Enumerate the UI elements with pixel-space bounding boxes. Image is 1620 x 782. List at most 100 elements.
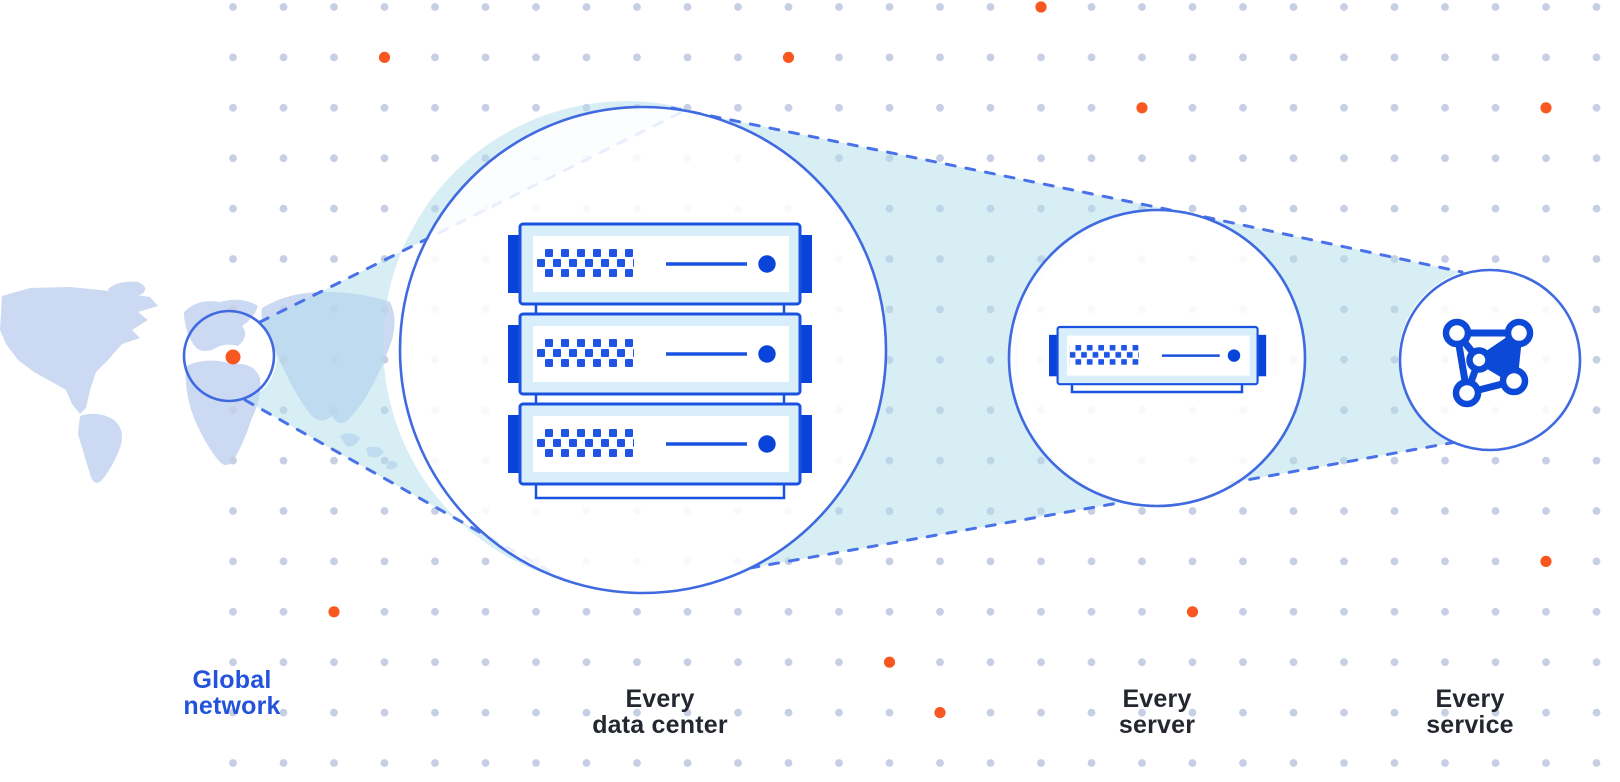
grid-dot bbox=[582, 708, 591, 717]
grid-dot bbox=[633, 53, 641, 62]
server-unit-icon bbox=[506, 312, 814, 396]
accent-dot bbox=[1540, 102, 1552, 114]
grid-dot bbox=[1491, 708, 1500, 717]
grid-dot bbox=[1441, 204, 1449, 213]
label-every-service: Every service bbox=[1320, 686, 1620, 738]
server-unit-icon bbox=[1047, 325, 1268, 394]
grid-dot bbox=[885, 557, 894, 566]
grid-dot bbox=[380, 759, 389, 767]
grid-dot bbox=[1037, 759, 1045, 767]
label-every-data-center: Every data center bbox=[510, 686, 810, 738]
grid-dot bbox=[1542, 507, 1550, 515]
grid-dot bbox=[734, 53, 742, 62]
grid-dot bbox=[1390, 557, 1399, 566]
grid-dot bbox=[279, 255, 288, 263]
grid-dot bbox=[986, 557, 995, 566]
accent-dot bbox=[378, 51, 391, 64]
grid-dot bbox=[1239, 204, 1247, 213]
grid-dot bbox=[1087, 154, 1096, 163]
label-line: server bbox=[1118, 711, 1196, 739]
grid-dot bbox=[1188, 557, 1197, 566]
grid-dot bbox=[431, 759, 439, 767]
accent-dot bbox=[883, 656, 896, 668]
grid-dot bbox=[683, 53, 692, 62]
landmass-north-america bbox=[0, 287, 158, 414]
grid-dot bbox=[1289, 507, 1298, 515]
grid-dot bbox=[532, 103, 540, 112]
grid-dot bbox=[279, 154, 288, 163]
grid-dot bbox=[279, 759, 288, 767]
grid-dot bbox=[229, 154, 237, 163]
grid-dot bbox=[582, 53, 591, 62]
grid-dot bbox=[1138, 658, 1146, 667]
grid-dot bbox=[734, 103, 742, 112]
grid-dot bbox=[481, 658, 490, 667]
grid-dot bbox=[835, 53, 843, 62]
grid-dot bbox=[1037, 154, 1045, 163]
grid-dot bbox=[1188, 53, 1197, 62]
grid-dot bbox=[1592, 154, 1601, 163]
grid-dot bbox=[835, 103, 843, 112]
grid-dot bbox=[431, 103, 439, 112]
grid-dot bbox=[1542, 658, 1550, 667]
grid-dot bbox=[1239, 658, 1247, 667]
grid-dot bbox=[1340, 103, 1348, 112]
grid-dot bbox=[1491, 103, 1500, 112]
grid-dot bbox=[481, 759, 490, 767]
grid-dot bbox=[936, 557, 944, 566]
grid-dot bbox=[229, 53, 237, 62]
grid-dot bbox=[1289, 607, 1298, 616]
grid-dot bbox=[1491, 255, 1500, 263]
server-unit-icon bbox=[506, 222, 814, 306]
grid-dot bbox=[1592, 103, 1601, 112]
grid-dot bbox=[330, 658, 338, 667]
grid-dot bbox=[1390, 507, 1399, 515]
grid-dot bbox=[1037, 708, 1045, 717]
grid-dot bbox=[633, 708, 641, 717]
grid-dot bbox=[633, 607, 641, 616]
grid-dot bbox=[279, 658, 288, 667]
grid-dot bbox=[1592, 607, 1601, 616]
grid-dot bbox=[279, 607, 288, 616]
grid-dot bbox=[1592, 759, 1601, 767]
grid-dot bbox=[380, 607, 389, 616]
grid-dot bbox=[1239, 708, 1247, 717]
grid-dot bbox=[734, 708, 742, 717]
grid-dot bbox=[481, 607, 490, 616]
grid-dot bbox=[683, 607, 692, 616]
grid-dot bbox=[936, 154, 944, 163]
grid-dot bbox=[1542, 3, 1550, 11]
grid-dot bbox=[1542, 759, 1550, 767]
grid-dot bbox=[1138, 708, 1146, 717]
grid-dot bbox=[1138, 154, 1146, 163]
grid-dot bbox=[229, 507, 237, 515]
grid-dot bbox=[1592, 708, 1601, 717]
grid-dot bbox=[986, 759, 995, 767]
grid-dot bbox=[1239, 154, 1247, 163]
grid-dot bbox=[1491, 3, 1500, 11]
accent-dot bbox=[1186, 606, 1199, 618]
grid-dot bbox=[1390, 154, 1399, 163]
grid-dot bbox=[279, 3, 288, 11]
grid-dot bbox=[1390, 658, 1399, 667]
grid-dot bbox=[936, 3, 944, 11]
grid-dot bbox=[1340, 708, 1348, 717]
grid-dot bbox=[1441, 759, 1449, 767]
grid-dot bbox=[532, 53, 540, 62]
grid-dot bbox=[1441, 708, 1449, 717]
grid-dot bbox=[734, 3, 742, 11]
grid-dot bbox=[1491, 456, 1500, 465]
grid-dot bbox=[279, 557, 288, 566]
grid-dot bbox=[1289, 53, 1298, 62]
grid-dot bbox=[1441, 3, 1449, 11]
grid-dot bbox=[330, 154, 338, 163]
grid-dot bbox=[279, 708, 288, 717]
grid-dot bbox=[784, 607, 793, 616]
grid-dot bbox=[1441, 103, 1449, 112]
grid-dot bbox=[481, 53, 490, 62]
grid-dot bbox=[734, 658, 742, 667]
grid-dot bbox=[1542, 708, 1550, 717]
grid-dot bbox=[380, 557, 389, 566]
grid-dot bbox=[330, 255, 338, 263]
server-rack-icon bbox=[506, 222, 814, 500]
